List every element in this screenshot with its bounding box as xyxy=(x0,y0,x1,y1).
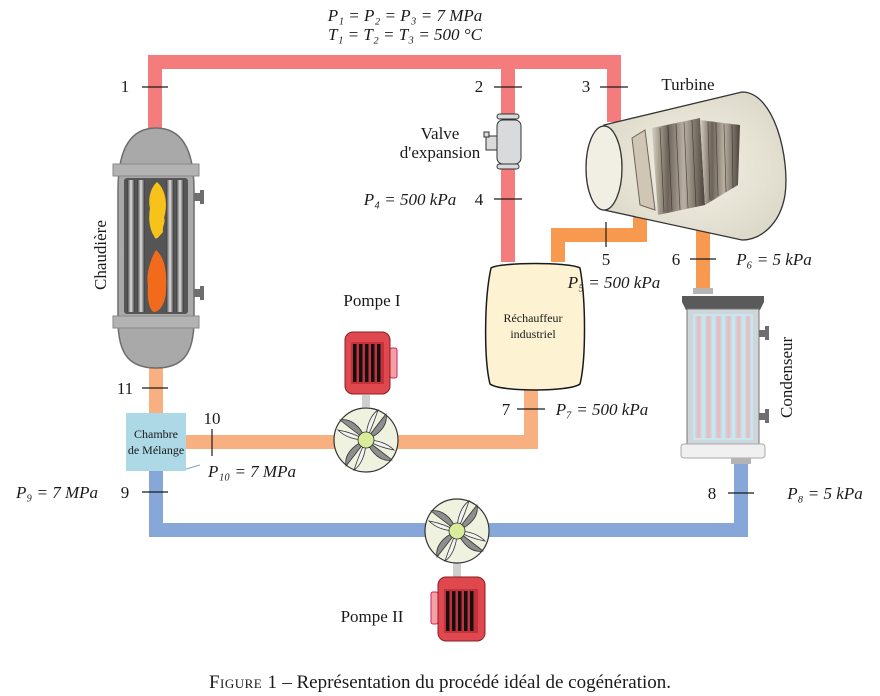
pump-1-grille xyxy=(353,344,381,382)
expansion-valve[interactable] xyxy=(483,113,522,170)
valve-label-line1: Valve xyxy=(421,124,460,143)
state-2: 2 xyxy=(475,77,484,96)
caption-text: – Représentation du procédé idéal de cog… xyxy=(277,672,671,693)
pipe-hot-steam xyxy=(148,55,621,128)
flame-yellow-icon xyxy=(149,182,166,239)
state-1: 1 xyxy=(121,77,130,96)
mixer-label-line1: Chambre xyxy=(134,427,178,441)
pump-2-impeller-icon xyxy=(424,498,490,564)
pump-1-impeller-icon xyxy=(333,407,399,473)
condition-p6: P₆ = 5 kPa xyxy=(735,250,811,269)
figure-caption: Figure 1 – Représentation du procédé idé… xyxy=(209,672,671,693)
pump-2[interactable] xyxy=(424,498,490,642)
condenser-tubes xyxy=(695,316,751,438)
caption-prefix: Figure 1 xyxy=(209,672,278,693)
condition-p10: P₁₀ = 7 MPa xyxy=(207,462,296,481)
state-markers xyxy=(142,86,754,494)
turbine-label: Turbine xyxy=(661,75,714,94)
condition-p8: P₈ = 5 kPa xyxy=(786,484,862,503)
pump-1[interactable] xyxy=(333,331,399,473)
turbine-rotor xyxy=(631,118,740,215)
state-9: 9 xyxy=(121,483,130,502)
boiler-label: Chaudière xyxy=(91,220,110,290)
condition-p4: P₄ = 500 kPa xyxy=(363,190,456,209)
header-temperature: T₁ = T₂ = T₃ = 500 °C xyxy=(328,25,483,44)
heater-label-line1: Réchauffeur xyxy=(503,311,562,325)
condenser-label: Condenseur xyxy=(777,336,796,418)
flame-orange-icon xyxy=(147,250,167,312)
industrial-heater[interactable] xyxy=(484,262,586,391)
boiler[interactable] xyxy=(112,124,204,369)
pipe-bleed-5 xyxy=(551,215,647,262)
condition-p7: P₇ = 500 kPa xyxy=(555,400,648,419)
pipe-heater-out-7 xyxy=(185,388,538,449)
heater-label-line2: industriel xyxy=(510,327,556,341)
valve-label-line2: d'expansion xyxy=(400,143,481,162)
condition-p9: P₉ = 7 MPa xyxy=(15,483,98,502)
state-10: 10 xyxy=(204,409,221,428)
pump-1-label: Pompe I xyxy=(343,291,400,310)
boiler-tubes xyxy=(127,180,184,312)
state-4: 4 xyxy=(475,190,484,209)
header-pressure: P₁ = P₂ = P₃ = 7 MPa xyxy=(327,6,483,25)
state-5: 5 xyxy=(602,250,611,269)
mixer-label-line2: de Mélange xyxy=(128,443,184,457)
state-6: 6 xyxy=(672,250,681,269)
state-3: 3 xyxy=(582,77,591,96)
pump-2-label: Pompe II xyxy=(341,607,404,626)
turbine[interactable] xyxy=(585,91,787,241)
mixing-chamber[interactable] xyxy=(126,413,186,471)
condition-p5: P₅ = 500 kPa xyxy=(567,273,660,292)
state-7: 7 xyxy=(502,400,511,419)
state-11: 11 xyxy=(117,379,133,398)
condenser[interactable] xyxy=(680,288,769,464)
state-8: 8 xyxy=(708,484,717,503)
pump-2-grille xyxy=(446,591,474,631)
